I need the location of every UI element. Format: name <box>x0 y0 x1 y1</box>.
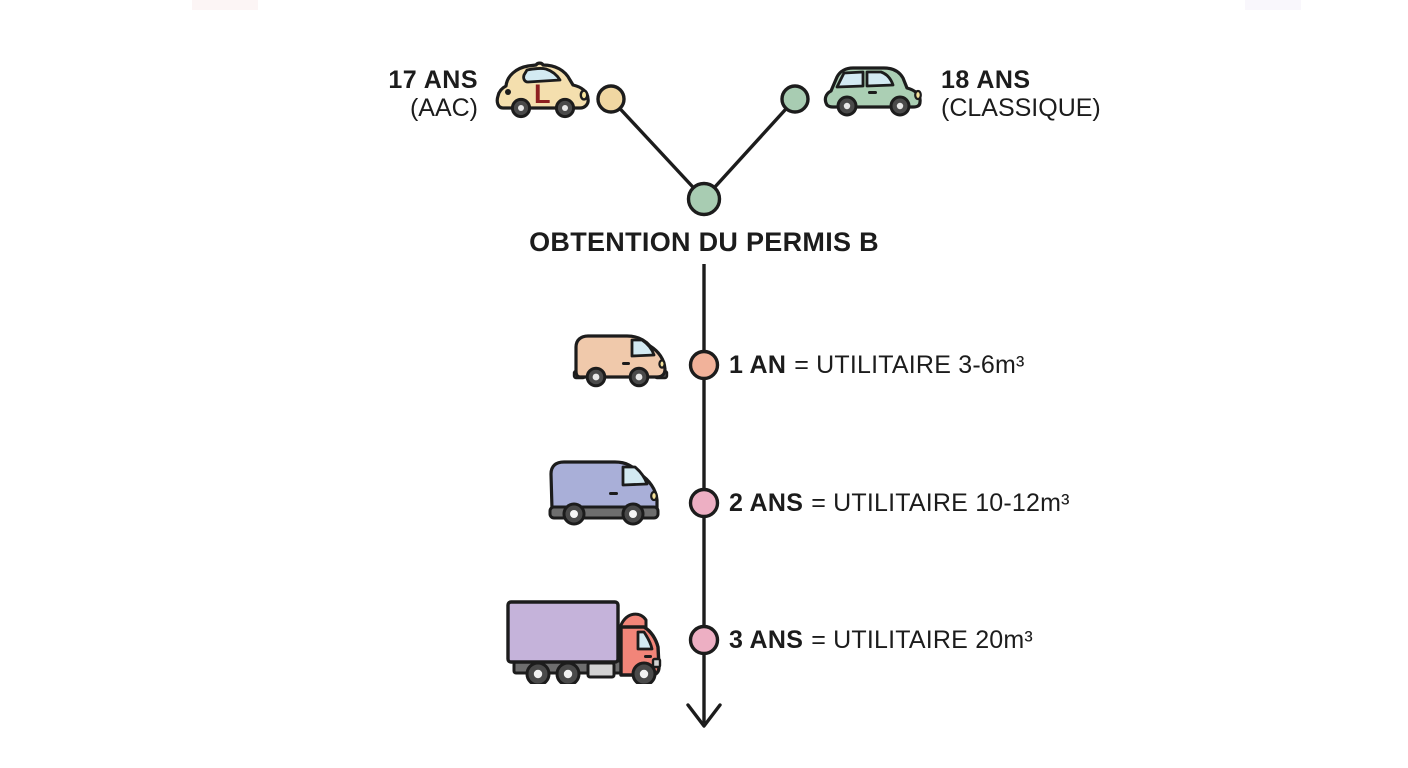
milestone-term: 2 ANS <box>729 488 804 517</box>
wheels <box>585 366 650 388</box>
milestone-desc: = UTILITAIRE 3-6m³ <box>794 350 1025 379</box>
rear-window <box>835 70 865 89</box>
wheels <box>562 502 645 526</box>
node-year-3 <box>688 624 720 656</box>
node-year-1 <box>688 349 720 381</box>
branch-age-classique: 18 ANS <box>941 66 1031 94</box>
branch-label-aac: 17 ANS (AAC) <box>278 66 478 122</box>
arrow-down-icon <box>686 703 722 728</box>
front-window <box>865 70 895 88</box>
fuel-tank <box>586 661 616 679</box>
milestone-row-3: 3 ANS = UTILITAIRE 20m³ <box>729 623 1033 657</box>
branch-label-classique: 18 ANS (CLASSIQUE) <box>941 66 1261 122</box>
windshield <box>636 630 654 651</box>
learner-car-icon: L <box>494 61 594 119</box>
node-aac <box>596 84 626 114</box>
small-van-icon <box>572 331 670 388</box>
top-left-artifact-strip <box>192 0 258 10</box>
branch-line-right <box>702 97 797 201</box>
wheels <box>510 97 576 119</box>
node-permis-b <box>686 181 722 217</box>
wheels <box>836 95 911 117</box>
node-classique <box>780 84 810 114</box>
milestone-term: 1 AN <box>729 350 787 379</box>
top-right-artifact-strip <box>1245 0 1301 10</box>
milestone-desc: = UTILITAIRE 10-12m³ <box>811 488 1070 517</box>
node-year-2 <box>688 487 720 519</box>
box-truck-icon <box>504 597 674 684</box>
milestone-term: 3 ANS <box>729 625 804 654</box>
windshield <box>630 338 656 358</box>
medium-van-icon <box>545 456 671 527</box>
windshield <box>621 465 649 487</box>
branch-mode-classique: (CLASSIQUE) <box>941 94 1101 122</box>
milestone-row-1: 1 AN = UTILITAIRE 3-6m³ <box>729 348 1025 382</box>
windshield <box>522 67 562 84</box>
milestone-desc: = UTILITAIRE 20m³ <box>811 625 1033 654</box>
page-title: OBTENTION DU PERMIS B <box>529 227 879 257</box>
cargo-box <box>506 600 620 664</box>
milestone-row-2: 2 ANS = UTILITAIRE 10-12m³ <box>729 486 1070 520</box>
classic-car-icon <box>822 62 926 118</box>
wheels <box>525 661 657 684</box>
branch-line-left <box>609 97 706 201</box>
learner-plate-letter: L <box>534 79 551 109</box>
branch-age-aac: 17 ANS <box>388 66 478 94</box>
branch-mode-aac: (AAC) <box>409 94 478 122</box>
